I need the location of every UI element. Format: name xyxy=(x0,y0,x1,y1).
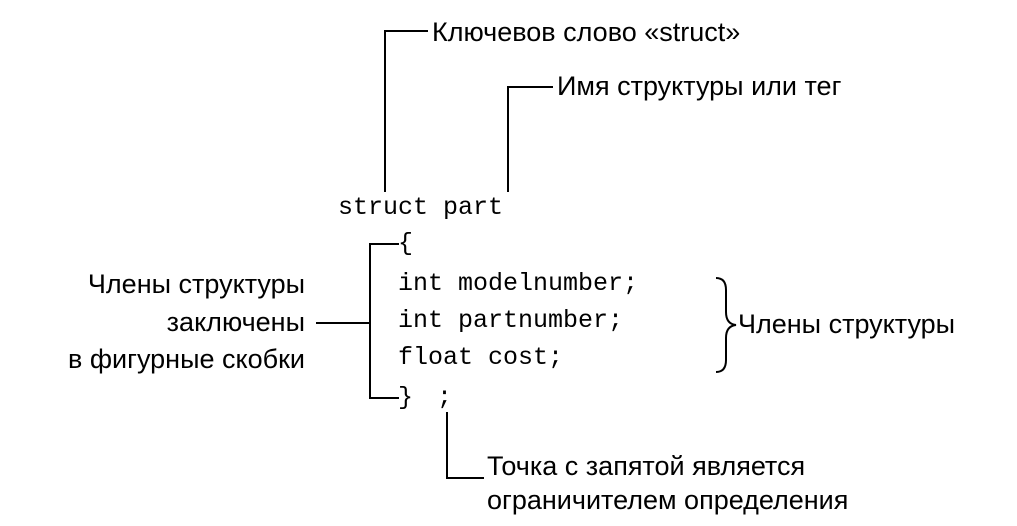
struct-header: struct part xyxy=(338,193,504,222)
braces-label-line-2: заключены xyxy=(166,307,305,337)
close-brace: } xyxy=(398,383,414,412)
open-brace: { xyxy=(398,229,414,258)
braces-label-line-1: Члены структуры xyxy=(87,269,305,299)
semicolon-label-line-1: Точка с запятой является xyxy=(487,451,806,481)
braces-label-line-3: в фигурные скобки xyxy=(67,344,305,374)
semicolon-leader-vertical xyxy=(446,412,448,478)
semicolon: ; xyxy=(437,383,453,412)
keyword-leader-vertical xyxy=(384,30,386,192)
keyword-leader-horizontal xyxy=(384,30,428,32)
brace-bracket-top xyxy=(369,243,399,245)
tag-leader-horizontal xyxy=(507,86,553,88)
brace-bracket-pointer xyxy=(316,322,369,324)
members-curly-brace xyxy=(715,277,737,373)
brace-bracket-bottom xyxy=(369,397,399,399)
semicolon-leader-horizontal xyxy=(446,477,484,479)
tag-leader-vertical xyxy=(507,86,509,192)
keyword-label: Ключевов слово «struct» xyxy=(432,17,741,47)
member-line-cost: float cost; xyxy=(398,343,564,372)
member-line-modelnumber: int modelnumber; xyxy=(398,269,639,298)
members-label: Члены структуры xyxy=(738,309,956,339)
tag-label: Имя структуры или тег xyxy=(557,71,842,101)
semicolon-label-line-2: ограничителем определения xyxy=(487,485,849,515)
member-line-partnumber: int partnumber; xyxy=(398,306,624,335)
brace-bracket-vertical xyxy=(369,243,371,399)
